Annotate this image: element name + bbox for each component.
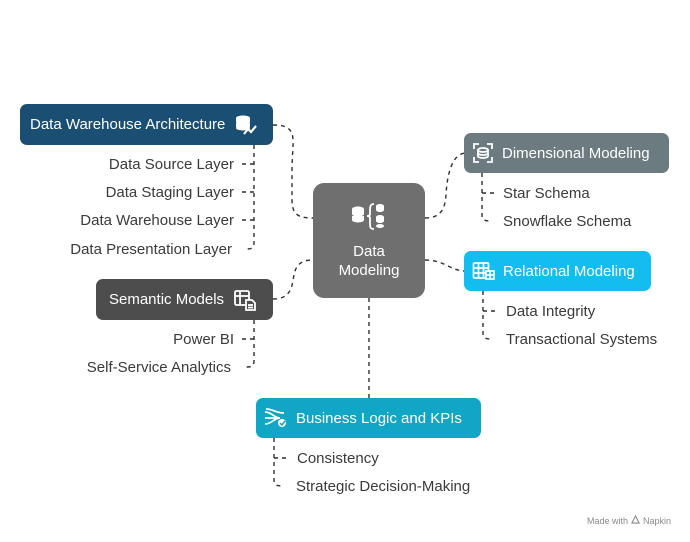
- leaf-data-source-layer: Data Source Layer: [108, 156, 234, 173]
- leaf-data-staging-layer: Data Staging Layer: [105, 184, 234, 201]
- node-relational-modeling: Relational Modeling: [464, 251, 651, 291]
- footer-brand: Napkin: [642, 515, 671, 526]
- center-title-line1: Data: [353, 243, 385, 260]
- leaf-data-warehouse-layer: Data Warehouse Layer: [80, 212, 234, 229]
- leaf-self-service-analytics: Self-Service Analytics: [86, 359, 231, 376]
- table-document-icon: [233, 289, 257, 311]
- leaf-data-presentation-layer: Data Presentation Layer: [70, 241, 232, 258]
- footer-text: Made with: [586, 515, 628, 526]
- leaf-strategic-decision-making: Strategic Decision-Making: [296, 478, 471, 495]
- leaf-power-bi: Power BI: [173, 331, 234, 348]
- made-with-napkin-footer: Made with Napkin: [586, 514, 671, 526]
- database-branch-icon: [350, 201, 388, 236]
- database-analytics-icon: [234, 113, 258, 137]
- leaf-data-integrity: Data Integrity: [506, 303, 596, 320]
- leaf-snowflake-schema: Snowflake Schema: [503, 213, 632, 230]
- flow-chart-icon: [264, 407, 288, 429]
- center-title-line2: Modeling: [338, 262, 400, 279]
- node-semantic-models: Semantic Models: [96, 279, 273, 320]
- scan-database-icon: [472, 142, 494, 164]
- node-label: Dimensional Modeling: [502, 144, 650, 162]
- node-dimensional-modeling: Dimensional Modeling: [464, 133, 669, 173]
- node-business-logic-kpis: Business Logic and KPIs: [256, 398, 481, 438]
- node-label: Business Logic and KPIs: [296, 409, 462, 427]
- table-grid-icon: [472, 261, 496, 281]
- node-label: Data Warehouse Architecture: [30, 116, 226, 133]
- leaf-transactional-systems: Transactional Systems: [506, 331, 658, 348]
- napkin-logo-icon: [631, 514, 640, 526]
- node-data-warehouse-architecture: Data Warehouse Architecture: [20, 104, 273, 145]
- leaf-star-schema: Star Schema: [503, 185, 590, 202]
- leaf-consistency: Consistency: [297, 450, 379, 467]
- node-label: Semantic Models: [109, 291, 225, 308]
- node-label: Relational Modeling: [503, 262, 635, 280]
- center-node-data-modeling: Data Modeling: [313, 183, 425, 298]
